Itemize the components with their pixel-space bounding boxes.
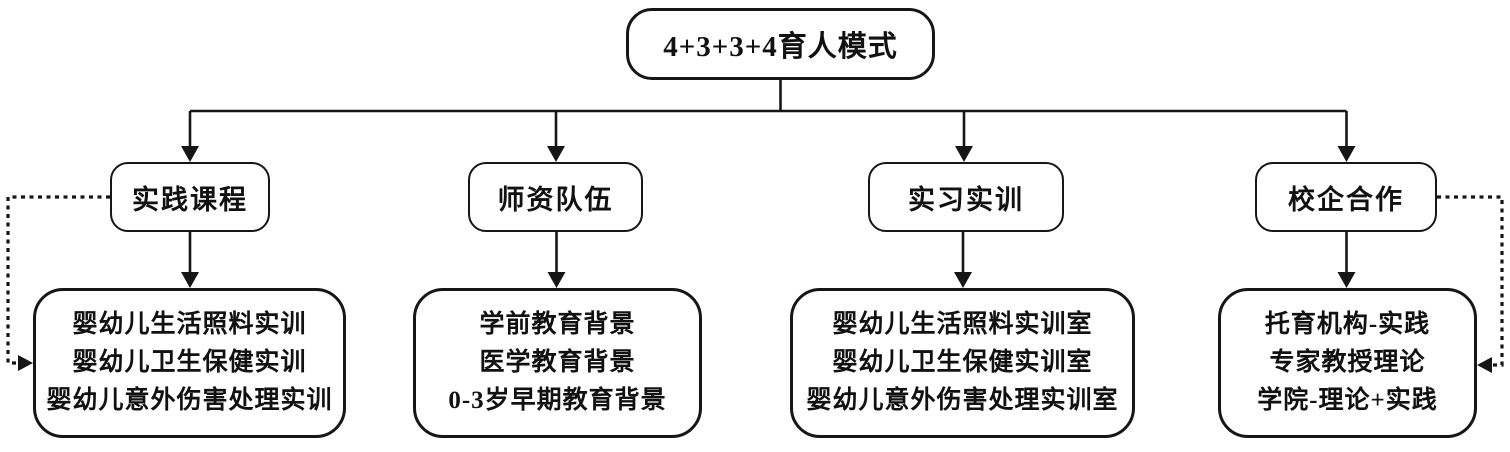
branch-label: 实践课程	[132, 184, 248, 215]
arrow-down-icon	[1337, 272, 1356, 288]
detail-school-enterprise-cooperation: 托育机构-实践 专家教授理论 学院-理论+实践	[1218, 288, 1477, 438]
detail-line: 婴幼儿意外伤害处理实训室	[806, 387, 1119, 414]
detail-line: 婴幼儿卫生保健实训	[72, 349, 307, 376]
connector-branch-2-to-detail-2	[547, 232, 566, 288]
root-node: 4+3+3+4育人模式	[626, 8, 935, 80]
detail-line: 婴幼儿卫生保健实训室	[832, 349, 1093, 376]
branch-teaching-staff: 师资队伍	[468, 162, 643, 232]
arrow-right-icon	[18, 355, 33, 371]
detail-teaching-staff: 学前教育背景 医学教育背景 0-3岁早期教育背景	[413, 288, 702, 438]
detail-line: 婴幼儿生活照料实训	[72, 311, 307, 338]
detail-line: 婴幼儿生活照料实训室	[832, 311, 1093, 338]
branch-label: 师资队伍	[497, 184, 614, 215]
connector-branch-3-to-detail-3	[954, 232, 972, 288]
branch-practice-courses: 实践课程	[110, 162, 270, 232]
detail-line: 学院-理论+实践	[1257, 387, 1438, 414]
root-node-label: 4+3+3+4育人模式	[663, 31, 898, 63]
detail-practice-courses: 婴幼儿生活照料实训 婴幼儿卫生保健实训 婴幼儿意外伤害处理实训	[33, 288, 346, 438]
connector-branch-1-to-detail-1	[181, 232, 199, 288]
connector-bus-to-branch-1	[181, 111, 199, 162]
connector-bus-to-branch-4	[1337, 111, 1356, 162]
branch-school-enterprise-cooperation: 校企合作	[1255, 162, 1437, 232]
detail-line: 医学教育背景	[479, 349, 636, 376]
branch-label: 实习实训	[908, 184, 1024, 215]
detail-line: 学前教育背景	[479, 311, 636, 338]
branch-internship-training: 实习实训	[868, 162, 1064, 232]
connector-right-feedback-loop	[1437, 195, 1504, 373]
connector-root-trunk	[190, 80, 1347, 113]
arrow-down-icon	[1337, 146, 1356, 162]
arrow-down-icon	[547, 272, 566, 288]
arrow-down-icon	[955, 146, 973, 162]
arrow-down-icon	[181, 146, 199, 162]
detail-line: 专家教授理论	[1269, 349, 1426, 376]
detail-line: 0-3岁早期教育背景	[448, 387, 667, 414]
arrow-left-icon	[1477, 357, 1492, 373]
arrow-down-icon	[547, 146, 565, 162]
branch-label: 校企合作	[1288, 184, 1404, 215]
connector-bus-to-branch-3	[955, 111, 973, 162]
connector-bus-to-branch-2	[547, 111, 565, 162]
detail-line: 婴幼儿意外伤害处理实训	[46, 387, 333, 414]
arrow-down-icon	[181, 272, 199, 288]
detail-internship-training: 婴幼儿生活照料实训室 婴幼儿卫生保健实训室 婴幼儿意外伤害处理实训室	[790, 288, 1135, 438]
detail-line: 托育机构-实践	[1264, 311, 1431, 338]
arrow-down-icon	[954, 272, 972, 288]
connector-branch-4-to-detail-4	[1337, 232, 1356, 288]
connector-left-feedback-loop	[6, 195, 110, 371]
